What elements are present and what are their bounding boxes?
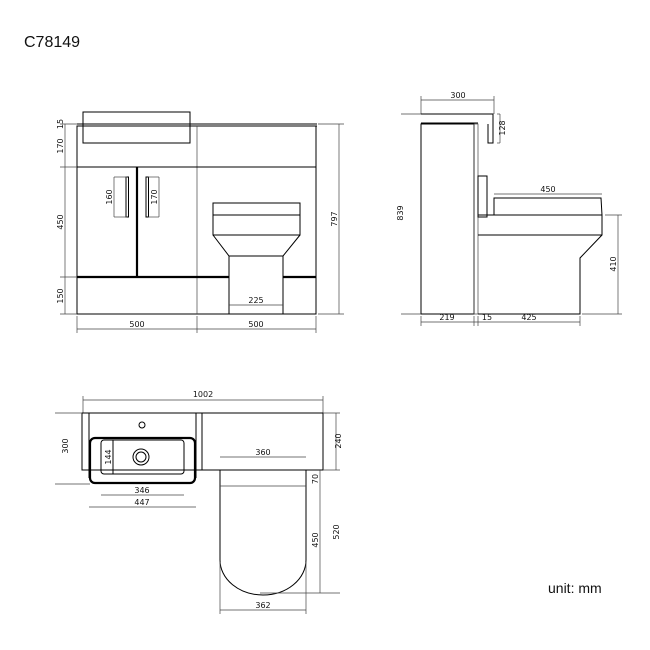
- toilet-plan: [219, 470, 307, 596]
- tap-hole-icon: [138, 421, 146, 429]
- handle-side: [477, 175, 488, 218]
- dim-handle-right: 170: [150, 189, 159, 204]
- dim-seat-length: 450: [311, 532, 320, 547]
- basin-outline: [82, 111, 191, 144]
- dim-seat-offset: 70: [311, 474, 320, 484]
- toilet-seat-side: [493, 197, 603, 216]
- drain-icon: [132, 448, 150, 466]
- dim-gap: 15: [482, 313, 492, 322]
- dim-total-width: 1002: [193, 390, 213, 399]
- dim-bowl-depth: 144: [104, 449, 113, 464]
- dim-toilet-height: 410: [609, 256, 618, 271]
- dim-pedestal: 225: [248, 296, 263, 305]
- dim-left-width: 500: [129, 320, 144, 329]
- dim-right-width: 500: [248, 320, 263, 329]
- basin-outline-plan: [88, 436, 197, 485]
- toilet-side: [478, 214, 603, 315]
- dim-top-panel: 170: [56, 138, 65, 153]
- cabinet-outline: [76, 125, 317, 315]
- dim-basin-width: 447: [134, 498, 149, 507]
- basin-side: [421, 113, 494, 144]
- toilet-pedestal: [228, 255, 284, 315]
- dim-right-depth: 240: [334, 433, 343, 448]
- cabinet-side: [420, 123, 475, 315]
- dim-toilet-depth: 425: [521, 313, 536, 322]
- dim-plinth: 150: [56, 288, 65, 303]
- toilet-cistern: [212, 202, 301, 236]
- dim-handle-left: 160: [105, 189, 114, 204]
- dim-top-gap: 15: [56, 119, 65, 129]
- dim-basin-depth: 300: [450, 91, 465, 100]
- product-code: C78149: [24, 34, 81, 51]
- plan-view: 1002 300 240 144 346 447 360 70 450 520 …: [55, 390, 343, 614]
- side-view: 300 128 839 450 410 219 15 425: [396, 91, 622, 326]
- dim-bowl-width: 346: [134, 486, 149, 495]
- dim-height: 797: [330, 211, 339, 226]
- dim-toilet-base-width: 362: [255, 601, 270, 610]
- unit-label: unit: mm: [548, 580, 602, 596]
- handle-left: [125, 176, 129, 218]
- dim-depth: 300: [61, 438, 70, 453]
- handle-right: [145, 176, 149, 218]
- dim-toilet-length: 520: [332, 524, 341, 539]
- dim-cabinet-depth: 219: [439, 313, 454, 322]
- dim-seat: 450: [540, 185, 555, 194]
- dim-side-height: 839: [396, 205, 405, 220]
- dim-toilet-width: 360: [255, 448, 270, 457]
- dim-basin-height: 128: [498, 120, 507, 135]
- basin-bowl: [100, 439, 185, 475]
- front-view: 15 170 450 150 160 170 225 797 500 500: [56, 111, 344, 333]
- dim-door: 450: [56, 214, 65, 229]
